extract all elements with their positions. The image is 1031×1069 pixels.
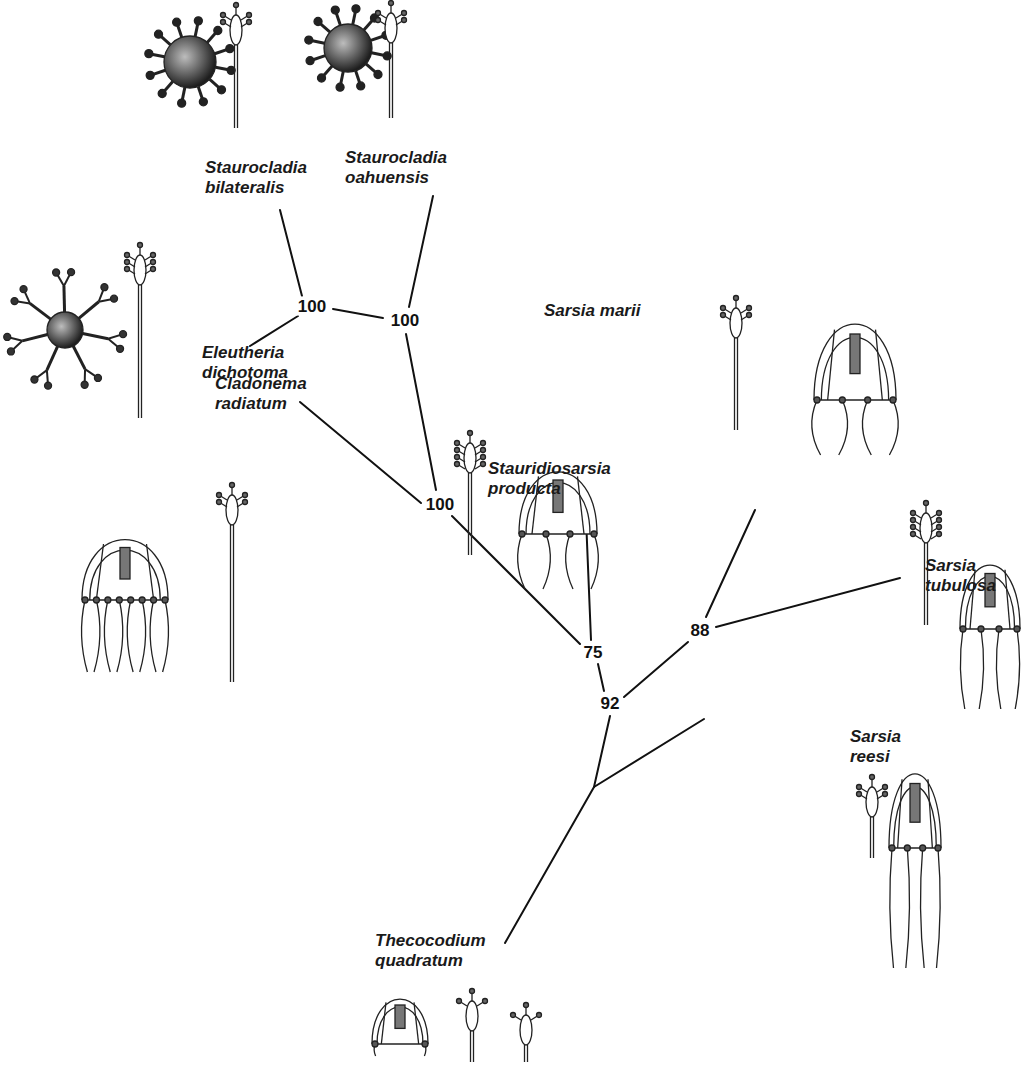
crawling-medusa-figure	[145, 17, 235, 107]
bootstrap-value: 100	[389, 311, 421, 330]
taxon-name: Cladonema radiatum	[215, 374, 325, 414]
taxon-name: Sarsia tubulosa	[925, 556, 1015, 596]
polyp-figure	[511, 1003, 542, 1063]
bootstrap-value: 75	[582, 643, 605, 662]
crawling-medusa-figure	[305, 5, 391, 91]
polyp-figure	[857, 775, 888, 859]
taxon-name: Stauridiosarsia producta	[488, 459, 638, 499]
taxon-name: Staurocladia bilateralis	[205, 158, 317, 198]
bootstrap-value: 92	[599, 694, 622, 713]
bootstrap-value: 100	[296, 297, 328, 316]
tree-branches	[250, 196, 900, 943]
polyp-figure	[221, 3, 252, 129]
taxon-name: Sarsia reesi	[850, 727, 922, 767]
bootstrap-value: 100	[424, 495, 456, 514]
taxon-name: Sarsia marii	[544, 301, 684, 321]
medusa-figure	[82, 540, 169, 672]
medusa-figure	[812, 324, 898, 455]
organism-drawings	[4, 1, 1020, 1063]
taxon-name: Staurocladia oahuensis	[345, 148, 457, 188]
polyp-figure	[125, 243, 156, 419]
crawling-medusa-figure	[4, 269, 127, 390]
polyp-figure	[376, 1, 407, 119]
polyp-figure	[217, 483, 248, 683]
polyp-figure	[721, 296, 752, 431]
taxon-name: Thecocodium quadratum	[375, 931, 499, 971]
polyp-figure	[457, 989, 488, 1063]
polyp-figure	[455, 431, 486, 556]
bootstrap-value: 88	[689, 621, 712, 640]
medusa-figure	[372, 999, 428, 1056]
medusa-figure	[889, 774, 941, 968]
